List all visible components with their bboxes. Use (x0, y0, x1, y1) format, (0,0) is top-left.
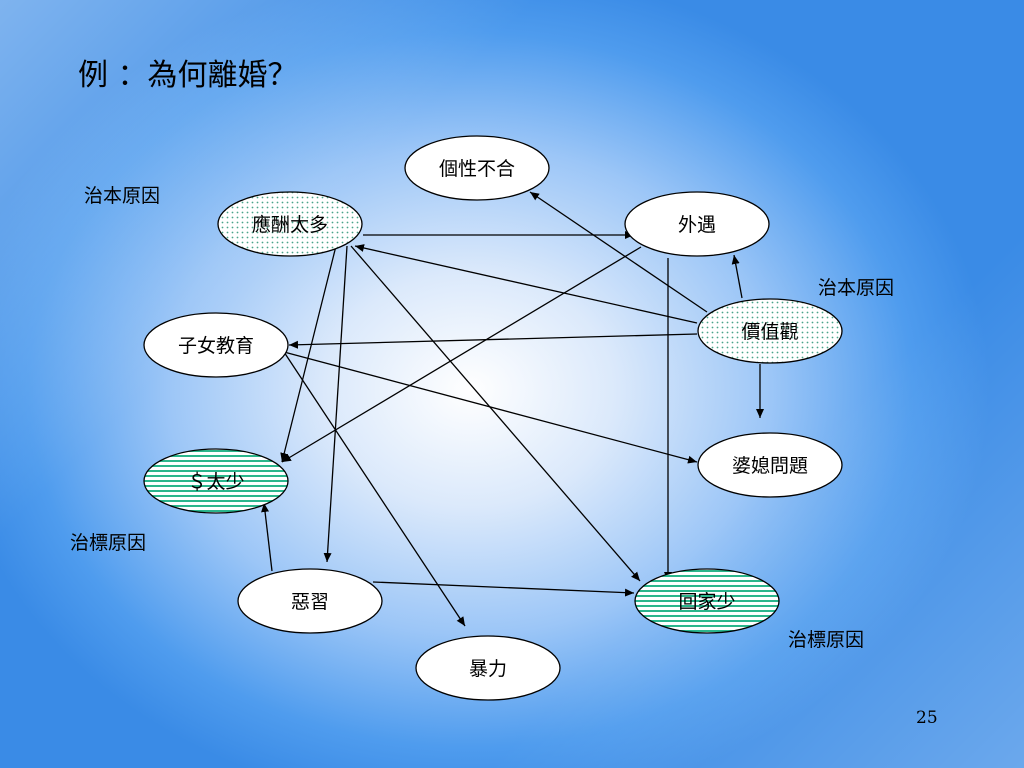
node-label-violence: 暴力 (469, 658, 507, 680)
node-label-bad-habits: 惡習 (291, 591, 329, 613)
node-label-affair: 外遇 (678, 214, 716, 236)
node-shape-violence (415, 635, 561, 701)
slide-title: 例 ：為何離婚？ (78, 58, 298, 93)
node-shape-personality (404, 135, 550, 201)
node-label-money: ＄太少 (187, 471, 244, 493)
edge-socializing-to-bad-habits (323, 245, 348, 563)
edge-children-to-violence (283, 351, 466, 627)
node-shape-money (143, 448, 289, 514)
cause-label-symptom-right: 治標原因 (788, 629, 865, 651)
node-in-laws: 婆媳問題 (697, 432, 843, 498)
node-money: ＄太少 (143, 448, 289, 514)
node-socializing: 應酬太多 (217, 191, 363, 257)
node-bad-habits: 惡習 (237, 568, 383, 634)
node-label-home-less: 回家少 (678, 591, 735, 613)
node-label-socializing: 應酬太多 (252, 213, 328, 236)
node-children: 子女教育 (143, 312, 289, 378)
edge-bad-habits-to-home-less (372, 581, 635, 597)
edge-values-to-personality (529, 191, 708, 313)
cause-label-root-left: 治本原因 (84, 185, 161, 207)
edges-layer (261, 191, 764, 627)
node-label-in-laws: 婆媳問題 (732, 455, 808, 477)
node-personality: 個性不合 (404, 135, 550, 201)
node-shape-children (143, 312, 289, 378)
node-shape-in-laws (697, 432, 843, 498)
edge-values-to-socializing (354, 244, 698, 324)
node-shape-home-less (634, 568, 780, 634)
node-shape-bad-habits (237, 568, 383, 634)
node-violence: 暴力 (415, 635, 561, 701)
node-values: 價值觀 (697, 298, 843, 364)
cause-label-root-right: 治本原因 (818, 277, 895, 299)
edge-children-to-in-laws (283, 351, 698, 464)
edge-socializing-to-money (280, 245, 337, 463)
edge-socializing-to-home-less (350, 245, 641, 582)
cause-label-symptom-left: 治標原因 (70, 532, 147, 554)
node-label-children: 子女教育 (178, 335, 254, 357)
node-affair: 外遇 (624, 191, 770, 257)
edge-bad-habits-to-money (261, 502, 273, 572)
node-label-values: 價值觀 (741, 321, 798, 343)
edge-values-to-affair (731, 254, 743, 299)
node-home-less: 回家少 (634, 568, 780, 634)
node-shape-socializing (217, 191, 363, 257)
node-shape-values (697, 298, 843, 364)
edge-affair-to-money (281, 246, 642, 463)
edge-values-to-children (288, 333, 698, 349)
node-shape-affair (624, 191, 770, 257)
node-label-personality: 個性不合 (439, 158, 515, 180)
page-number: 25 (916, 708, 938, 728)
